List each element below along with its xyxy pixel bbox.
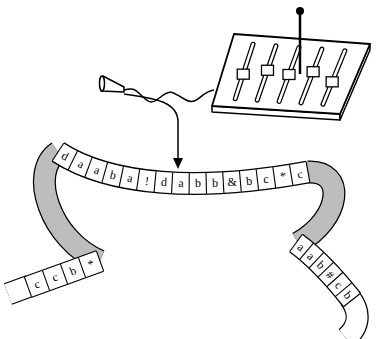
tape-symbol: * — [279, 170, 287, 183]
control-box — [212, 34, 370, 120]
slider — [326, 77, 338, 87]
slot — [301, 49, 322, 103]
tape-twist-edge — [8, 286, 30, 294]
cell-divider — [289, 165, 292, 186]
tape-symbol: a — [178, 177, 184, 189]
tape-symbol: a — [92, 164, 101, 177]
cell-divider — [119, 166, 123, 187]
cell-divider — [154, 171, 156, 192]
tape-twist — [8, 286, 30, 294]
slot-groove — [279, 48, 299, 102]
cell-divider — [24, 277, 31, 297]
head-mouth — [100, 76, 105, 91]
slot-groove — [323, 51, 345, 104]
slot-groove — [301, 49, 322, 103]
tape-symbol: & — [227, 176, 237, 189]
cell-divider — [223, 172, 224, 193]
slider — [261, 65, 273, 75]
cell-divider — [85, 157, 92, 177]
cell-divider — [137, 169, 140, 190]
slider — [237, 69, 249, 79]
tape-symbol: b — [109, 168, 118, 181]
slot — [279, 48, 299, 102]
tape-symbol: a — [305, 249, 317, 261]
slot — [257, 46, 276, 100]
tape-symbol: # — [324, 268, 337, 281]
cell-divider — [96, 251, 103, 271]
tape-symbol: * — [86, 258, 96, 271]
cell-divider — [256, 169, 258, 190]
tape-symbol: ! — [144, 175, 149, 187]
cell-divider — [102, 162, 108, 182]
tape-symbol: c — [333, 279, 346, 291]
box-top — [212, 34, 370, 114]
slots — [235, 44, 345, 104]
slot — [235, 44, 253, 98]
cell-divider — [273, 167, 276, 188]
tape-symbol: a — [126, 172, 133, 185]
lever — [296, 7, 304, 74]
tape-symbol: b — [195, 177, 201, 189]
cell-divider — [189, 173, 190, 194]
read-head — [100, 76, 125, 92]
pointer-arrow — [124, 94, 178, 160]
tape — [8, 143, 360, 338]
lever-rod — [299, 12, 302, 74]
tape-symbol: b — [245, 174, 252, 187]
slot-groove — [235, 44, 253, 98]
tape-symbol: c — [262, 172, 269, 185]
tape-symbol: a — [76, 157, 86, 170]
tape-symbol: c — [32, 277, 41, 290]
tape-symbol: d — [60, 150, 71, 163]
tape-symbol: c — [50, 271, 59, 284]
slider — [307, 67, 319, 77]
slot-groove — [257, 46, 276, 100]
tape-symbol: b — [315, 259, 328, 272]
cell-divider — [78, 258, 85, 278]
slider — [283, 70, 295, 80]
cell-divider — [60, 264, 67, 284]
cell-divider — [42, 271, 49, 291]
lever-knob — [296, 7, 304, 15]
tape-symbol: b — [341, 289, 354, 301]
cell-divider — [239, 171, 241, 192]
tape-symbol: d — [160, 176, 167, 188]
arrow-head — [173, 158, 183, 169]
cell-divider — [306, 162, 310, 183]
tape-symbol: a — [295, 241, 307, 254]
cell-divider — [172, 172, 173, 193]
cell-divider — [205, 173, 207, 194]
tape-symbol: c — [296, 167, 303, 180]
tape-symbol: b — [212, 177, 218, 189]
tape-symbol: b — [68, 264, 78, 277]
tape-strip-edge — [296, 243, 352, 300]
slot — [323, 51, 345, 104]
tape-strip — [296, 243, 352, 300]
